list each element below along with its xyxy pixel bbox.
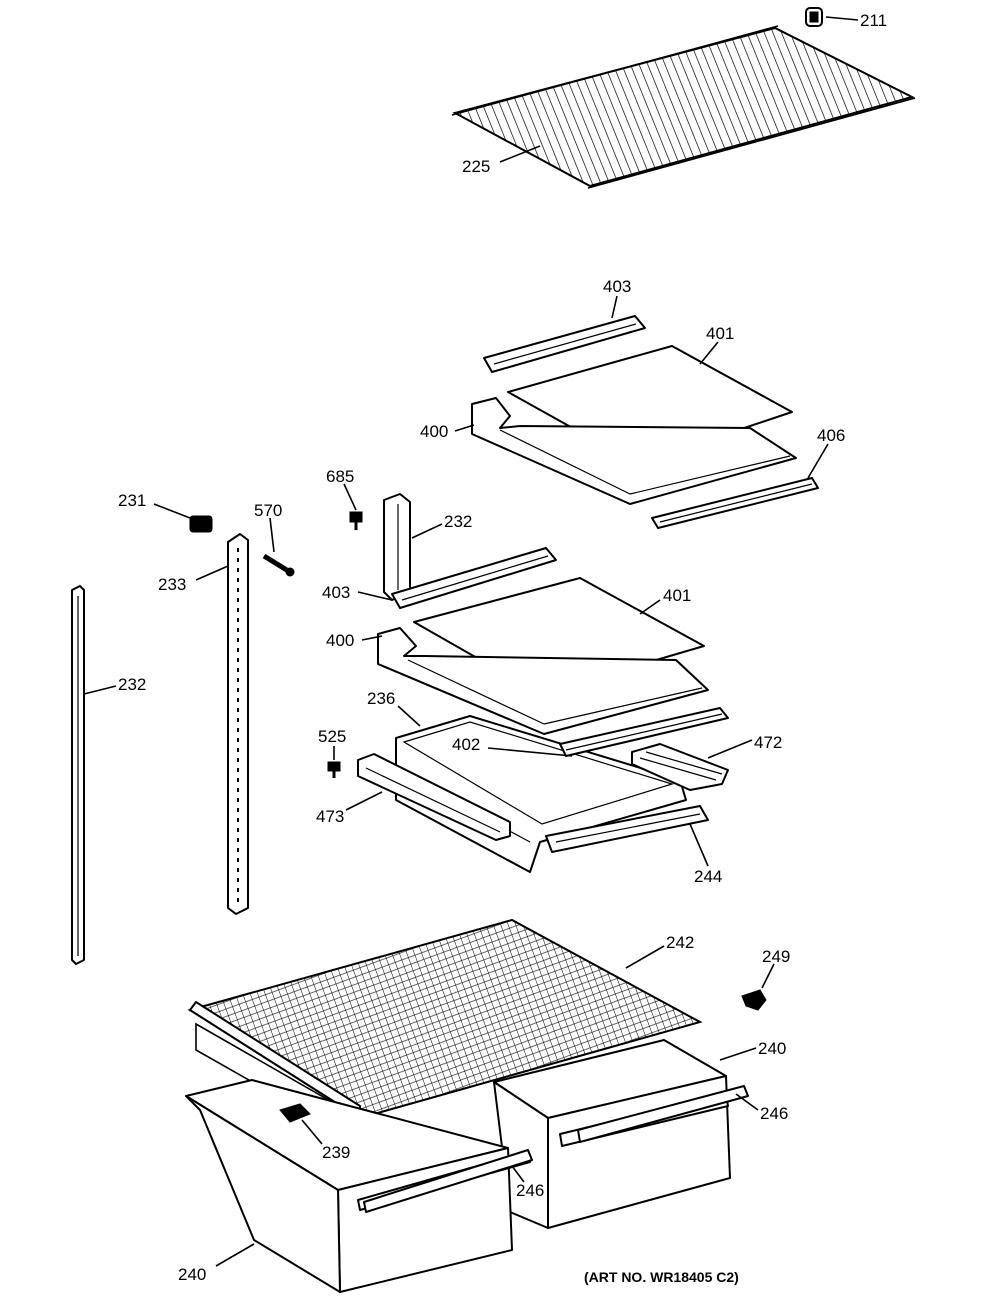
leader-232-left xyxy=(83,685,117,695)
leader-400-top xyxy=(454,424,475,432)
leader-240-right xyxy=(719,1047,757,1061)
callout-472: 472 xyxy=(754,733,782,752)
callout-403-mid: 403 xyxy=(322,583,350,602)
part-400-upper-frame xyxy=(471,397,797,505)
part-244-handle xyxy=(545,805,709,853)
leader-236 xyxy=(397,705,421,727)
part-239-slide xyxy=(279,1103,311,1123)
leader-570 xyxy=(269,517,275,553)
callout-401-top: 401 xyxy=(706,324,734,343)
callout-244: 244 xyxy=(694,867,722,886)
callout-236: 236 xyxy=(367,689,395,708)
part-240-left-drawer xyxy=(185,1079,531,1293)
part-403-upper-trim xyxy=(483,315,646,373)
callout-402: 402 xyxy=(452,735,480,754)
leader-249 xyxy=(761,963,775,989)
callout-403-top: 403 xyxy=(603,277,631,296)
leader-239 xyxy=(301,1119,323,1145)
leader-406 xyxy=(807,443,829,479)
part-232-vertical-rail-long xyxy=(71,585,85,965)
callout-406: 406 xyxy=(817,426,845,445)
part-473-side-rail xyxy=(357,753,511,841)
part-406-rear-trim xyxy=(651,477,819,529)
callout-570: 570 xyxy=(254,501,282,520)
leader-401-top xyxy=(699,341,719,365)
leader-402 xyxy=(487,747,573,757)
leader-240-left xyxy=(215,1243,255,1267)
callout-240-right: 240 xyxy=(758,1039,786,1058)
part-402-trim xyxy=(559,707,729,757)
leader-242 xyxy=(625,945,665,969)
art-number: (ART NO. WR18405 C2) xyxy=(584,1269,739,1285)
leader-246-right xyxy=(735,1093,759,1111)
callout-400-mid: 400 xyxy=(326,631,354,650)
callout-225: 225 xyxy=(462,157,490,176)
part-400-mid-frame xyxy=(377,627,709,735)
callout-246-right: 246 xyxy=(760,1104,788,1123)
callout-240-left: 240 xyxy=(178,1265,206,1284)
leader-472 xyxy=(707,739,753,759)
callout-401-mid: 401 xyxy=(663,586,691,605)
leader-232-mid xyxy=(411,523,443,539)
part-685-screw xyxy=(349,511,363,530)
part-225-wire-shelf xyxy=(451,25,916,189)
callout-246-left: 246 xyxy=(516,1181,544,1200)
part-233-vertical-rail xyxy=(227,533,249,915)
part-246-right-handle xyxy=(577,1085,749,1143)
part-403-mid-trim xyxy=(391,547,557,609)
callout-400-top: 400 xyxy=(420,422,448,441)
leader-246-left xyxy=(511,1165,525,1183)
leader-231 xyxy=(153,503,191,519)
part-525-screw xyxy=(327,761,341,778)
callout-473: 473 xyxy=(316,807,344,826)
callout-685: 685 xyxy=(326,467,354,486)
leader-403-top xyxy=(611,295,618,319)
part-232-vertical-rail-short xyxy=(383,493,411,601)
leader-685 xyxy=(343,483,357,511)
leader-473 xyxy=(345,791,383,811)
callout-232-left: 232 xyxy=(118,675,146,694)
callout-231: 231 xyxy=(118,491,146,510)
leader-401-mid xyxy=(639,599,661,615)
leader-244 xyxy=(689,823,709,867)
part-231-clip xyxy=(189,515,213,533)
callout-242: 242 xyxy=(666,933,694,952)
callout-211: 211 xyxy=(860,11,887,30)
leader-400-mid xyxy=(361,635,383,641)
leader-403-mid xyxy=(357,591,393,601)
leader-233 xyxy=(195,565,229,581)
part-472-side-rail xyxy=(631,743,729,791)
leader-211 xyxy=(825,16,859,21)
leader-225 xyxy=(499,145,541,163)
part-249-bracket xyxy=(741,989,767,1011)
callout-232-mid: 232 xyxy=(444,512,472,531)
part-211-clip xyxy=(805,7,823,27)
part-570-screw xyxy=(262,553,295,577)
callout-233: 233 xyxy=(158,575,186,594)
callout-525: 525 xyxy=(318,727,346,746)
callout-239: 239 xyxy=(322,1143,350,1162)
part-246-left-handle xyxy=(363,1149,533,1213)
callout-249: 249 xyxy=(762,947,790,966)
